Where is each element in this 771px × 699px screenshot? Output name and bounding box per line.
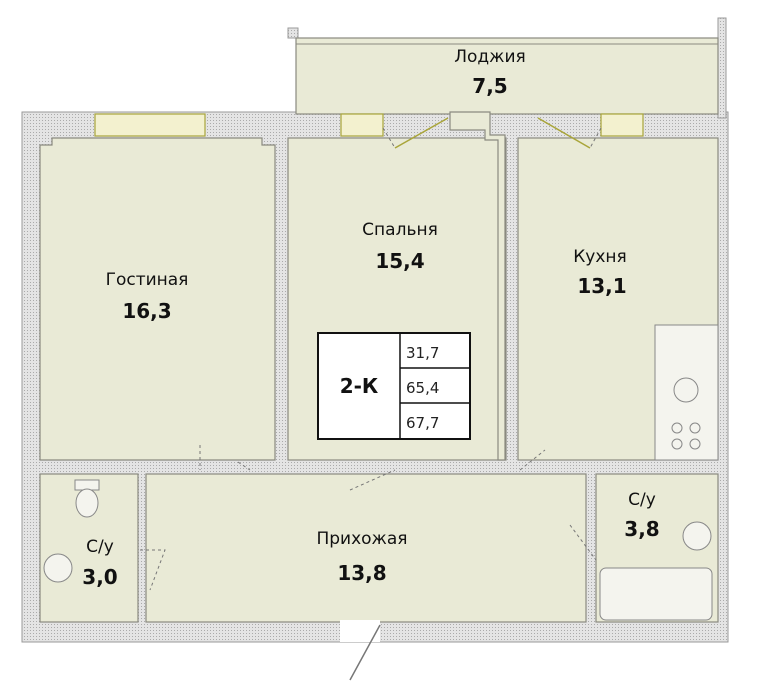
living-area: 31,7 — [406, 344, 439, 362]
room-name-bath-left: С/у — [86, 537, 114, 557]
door-bath-left[interactable] — [140, 549, 166, 591]
door-living[interactable] — [199, 445, 251, 471]
toilet-icon — [74, 479, 100, 518]
apartment-type: 2-К — [340, 374, 379, 398]
loggia-post-left — [287, 27, 299, 39]
window-bedroom — [340, 113, 384, 137]
sink-icon — [673, 377, 699, 403]
total-area-with-loggia: 67,7 — [406, 414, 439, 432]
bathtub-icon — [599, 567, 713, 621]
washbasin-left-icon — [43, 553, 73, 583]
room-area-bath-right: 3,8 — [624, 517, 659, 541]
door-kitchen-loggia[interactable] — [537, 117, 591, 149]
ventilation-shaft — [449, 111, 506, 461]
room-area-bedroom: 15,4 — [375, 249, 424, 273]
window-kitchen — [600, 113, 644, 137]
door-bedroom-kitchen[interactable] — [349, 449, 546, 491]
room-area-hallway: 13,8 — [337, 561, 386, 585]
room-name-kitchen: Кухня — [573, 247, 627, 267]
room-living — [39, 137, 276, 461]
window-living — [94, 113, 206, 137]
apartment-info-box: 2-К 31,7 65,4 67,7 — [317, 332, 471, 440]
entrance-door[interactable] — [349, 624, 381, 681]
stove-icon — [671, 422, 701, 450]
room-name-hallway: Прихожая — [316, 529, 407, 549]
room-name-bedroom: Спальня — [362, 220, 438, 240]
room-area-living: 16,3 — [122, 299, 171, 323]
kitchen-counter — [654, 324, 719, 461]
room-name-loggia: Лоджия — [454, 47, 526, 67]
room-name-living: Гостиная — [106, 270, 189, 290]
room-area-loggia: 7,5 — [472, 74, 507, 98]
room-area-bath-left: 3,0 — [82, 565, 117, 589]
room-bath-left — [39, 473, 139, 623]
room-hallway — [145, 473, 587, 623]
door-bedroom-loggia[interactable] — [394, 117, 449, 149]
total-area: 65,4 — [406, 379, 439, 397]
door-bath-right[interactable] — [569, 524, 597, 561]
loggia-post-right — [717, 17, 727, 119]
room-area-kitchen: 13,1 — [577, 274, 626, 298]
room-loggia — [295, 37, 719, 115]
room-name-bath-right: С/у — [628, 490, 656, 510]
washbasin-right-icon — [682, 521, 712, 551]
